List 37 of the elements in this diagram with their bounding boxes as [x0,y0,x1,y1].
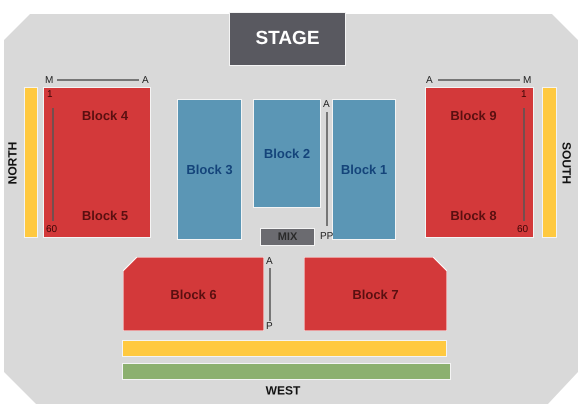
seat-number: 60 [517,224,528,235]
standing-bar [25,88,37,237]
mix-desk [261,229,314,245]
seat-number: 1 [521,89,527,100]
block-name: Block 3 [186,162,233,177]
seat-number: 1 [47,89,53,100]
seating-block [333,100,395,239]
seating-block [254,100,320,207]
stage-area [230,13,345,65]
standing-bar [123,364,450,379]
row-letter: A [323,99,330,110]
mix-label: MIX [278,231,298,243]
standing-bar [123,341,446,356]
seat-number: 60 [46,224,58,235]
row-letter: P [266,321,273,332]
standing-bar [543,88,556,237]
row-letter: M [523,75,532,86]
seating-block [426,88,533,237]
block-name: Block 2 [264,146,310,161]
block-name: Block 5 [82,208,128,223]
row-letter: M [45,75,54,86]
block-name: Block 4 [82,108,128,123]
row-letter: A [266,256,273,267]
direction-label: SOUTH [560,142,572,184]
stage-label: STAGE [255,28,320,50]
row-letter: A [142,75,149,86]
block-name: Block 7 [352,286,399,302]
block-name: Block 1 [340,162,388,177]
block-name: Block 9 [450,108,497,123]
block-name: Block 6 [170,286,217,302]
direction-label: WEST [266,386,300,396]
row-letter: PP [320,231,334,242]
seating-block [44,88,150,237]
row-letter: A [426,75,433,86]
direction-label: NORTH [8,142,18,184]
block-name: Block 8 [450,208,497,223]
seating-block [178,100,241,239]
